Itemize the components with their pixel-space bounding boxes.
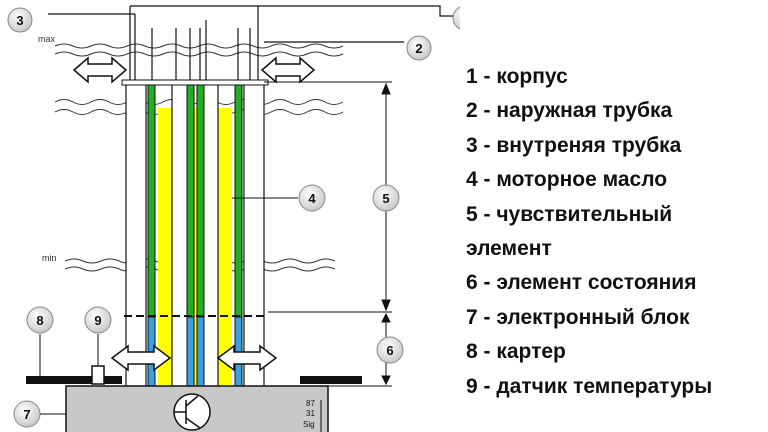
svg-text:6: 6 — [386, 343, 393, 358]
svg-text:9: 9 — [94, 313, 101, 328]
callout-2: 2 — [406, 35, 432, 61]
pin-sig: Sig — [303, 420, 315, 429]
legend-item-temperature-sensor: 9 - датчик температуры — [466, 374, 713, 398]
svg-text:3: 3 — [16, 13, 23, 28]
legend-item-outer-tube: 2 - наружная трубка — [466, 99, 673, 123]
temperature-sensor — [91, 365, 105, 385]
oil-level-sensor-diagram: max min — [7, 5, 460, 432]
legend-item-sensor-element-cont: элемент — [466, 237, 552, 261]
svg-text:8: 8 — [36, 313, 43, 328]
flow-arrow-bottom-left — [110, 344, 172, 372]
legend: 1 - корпус 2 - наружная трубка 3 - внутр… — [466, 60, 766, 404]
svg-text:2: 2 — [415, 41, 422, 56]
max-label: max — [38, 34, 56, 44]
callout-8: 8 — [26, 306, 54, 334]
crankcase — [26, 376, 122, 384]
min-label: min — [42, 253, 57, 263]
legend-item-crankcase: 8 - картер — [466, 340, 566, 364]
flow-arrow-top-right — [260, 56, 316, 84]
callout-3: 3 — [7, 7, 33, 33]
callout-5: 5 — [372, 184, 400, 212]
legend-item-sensor-element: 5 - чувствительный — [466, 202, 673, 226]
svg-text:7: 7 — [23, 407, 30, 422]
pin-31: 31 — [306, 409, 315, 418]
legend-item-electronic-unit: 7 - электронный блок — [466, 305, 690, 329]
callout-7: 7 — [13, 400, 41, 428]
transistor-lines — [174, 395, 201, 429]
max-level-line — [54, 43, 344, 49]
callout-1: 1 — [452, 6, 460, 30]
engine-oil-fill — [158, 108, 232, 388]
max-level-line-2 — [54, 51, 344, 57]
top-wires — [48, 5, 458, 85]
flow-arrow-bottom-right — [216, 344, 278, 372]
svg-text:5: 5 — [382, 191, 389, 206]
legend-item-condition-element: 6 - элемент состояния — [466, 271, 697, 295]
callout-9: 9 — [84, 306, 112, 334]
legend-item-inner-tube: 3 - внутреняя трубка — [466, 133, 682, 157]
svg-text:4: 4 — [308, 191, 316, 206]
flow-arrow-top-left — [72, 56, 128, 84]
legend-item-engine-oil: 4 - моторное масло — [466, 168, 668, 192]
sensor-cap — [121, 79, 269, 86]
callout-4: 4 — [298, 184, 326, 212]
callout-6: 6 — [376, 336, 404, 364]
pin-87: 87 — [306, 399, 315, 408]
crankcase-right — [300, 376, 362, 384]
legend-item-housing: 1 - корпус — [466, 65, 568, 88]
